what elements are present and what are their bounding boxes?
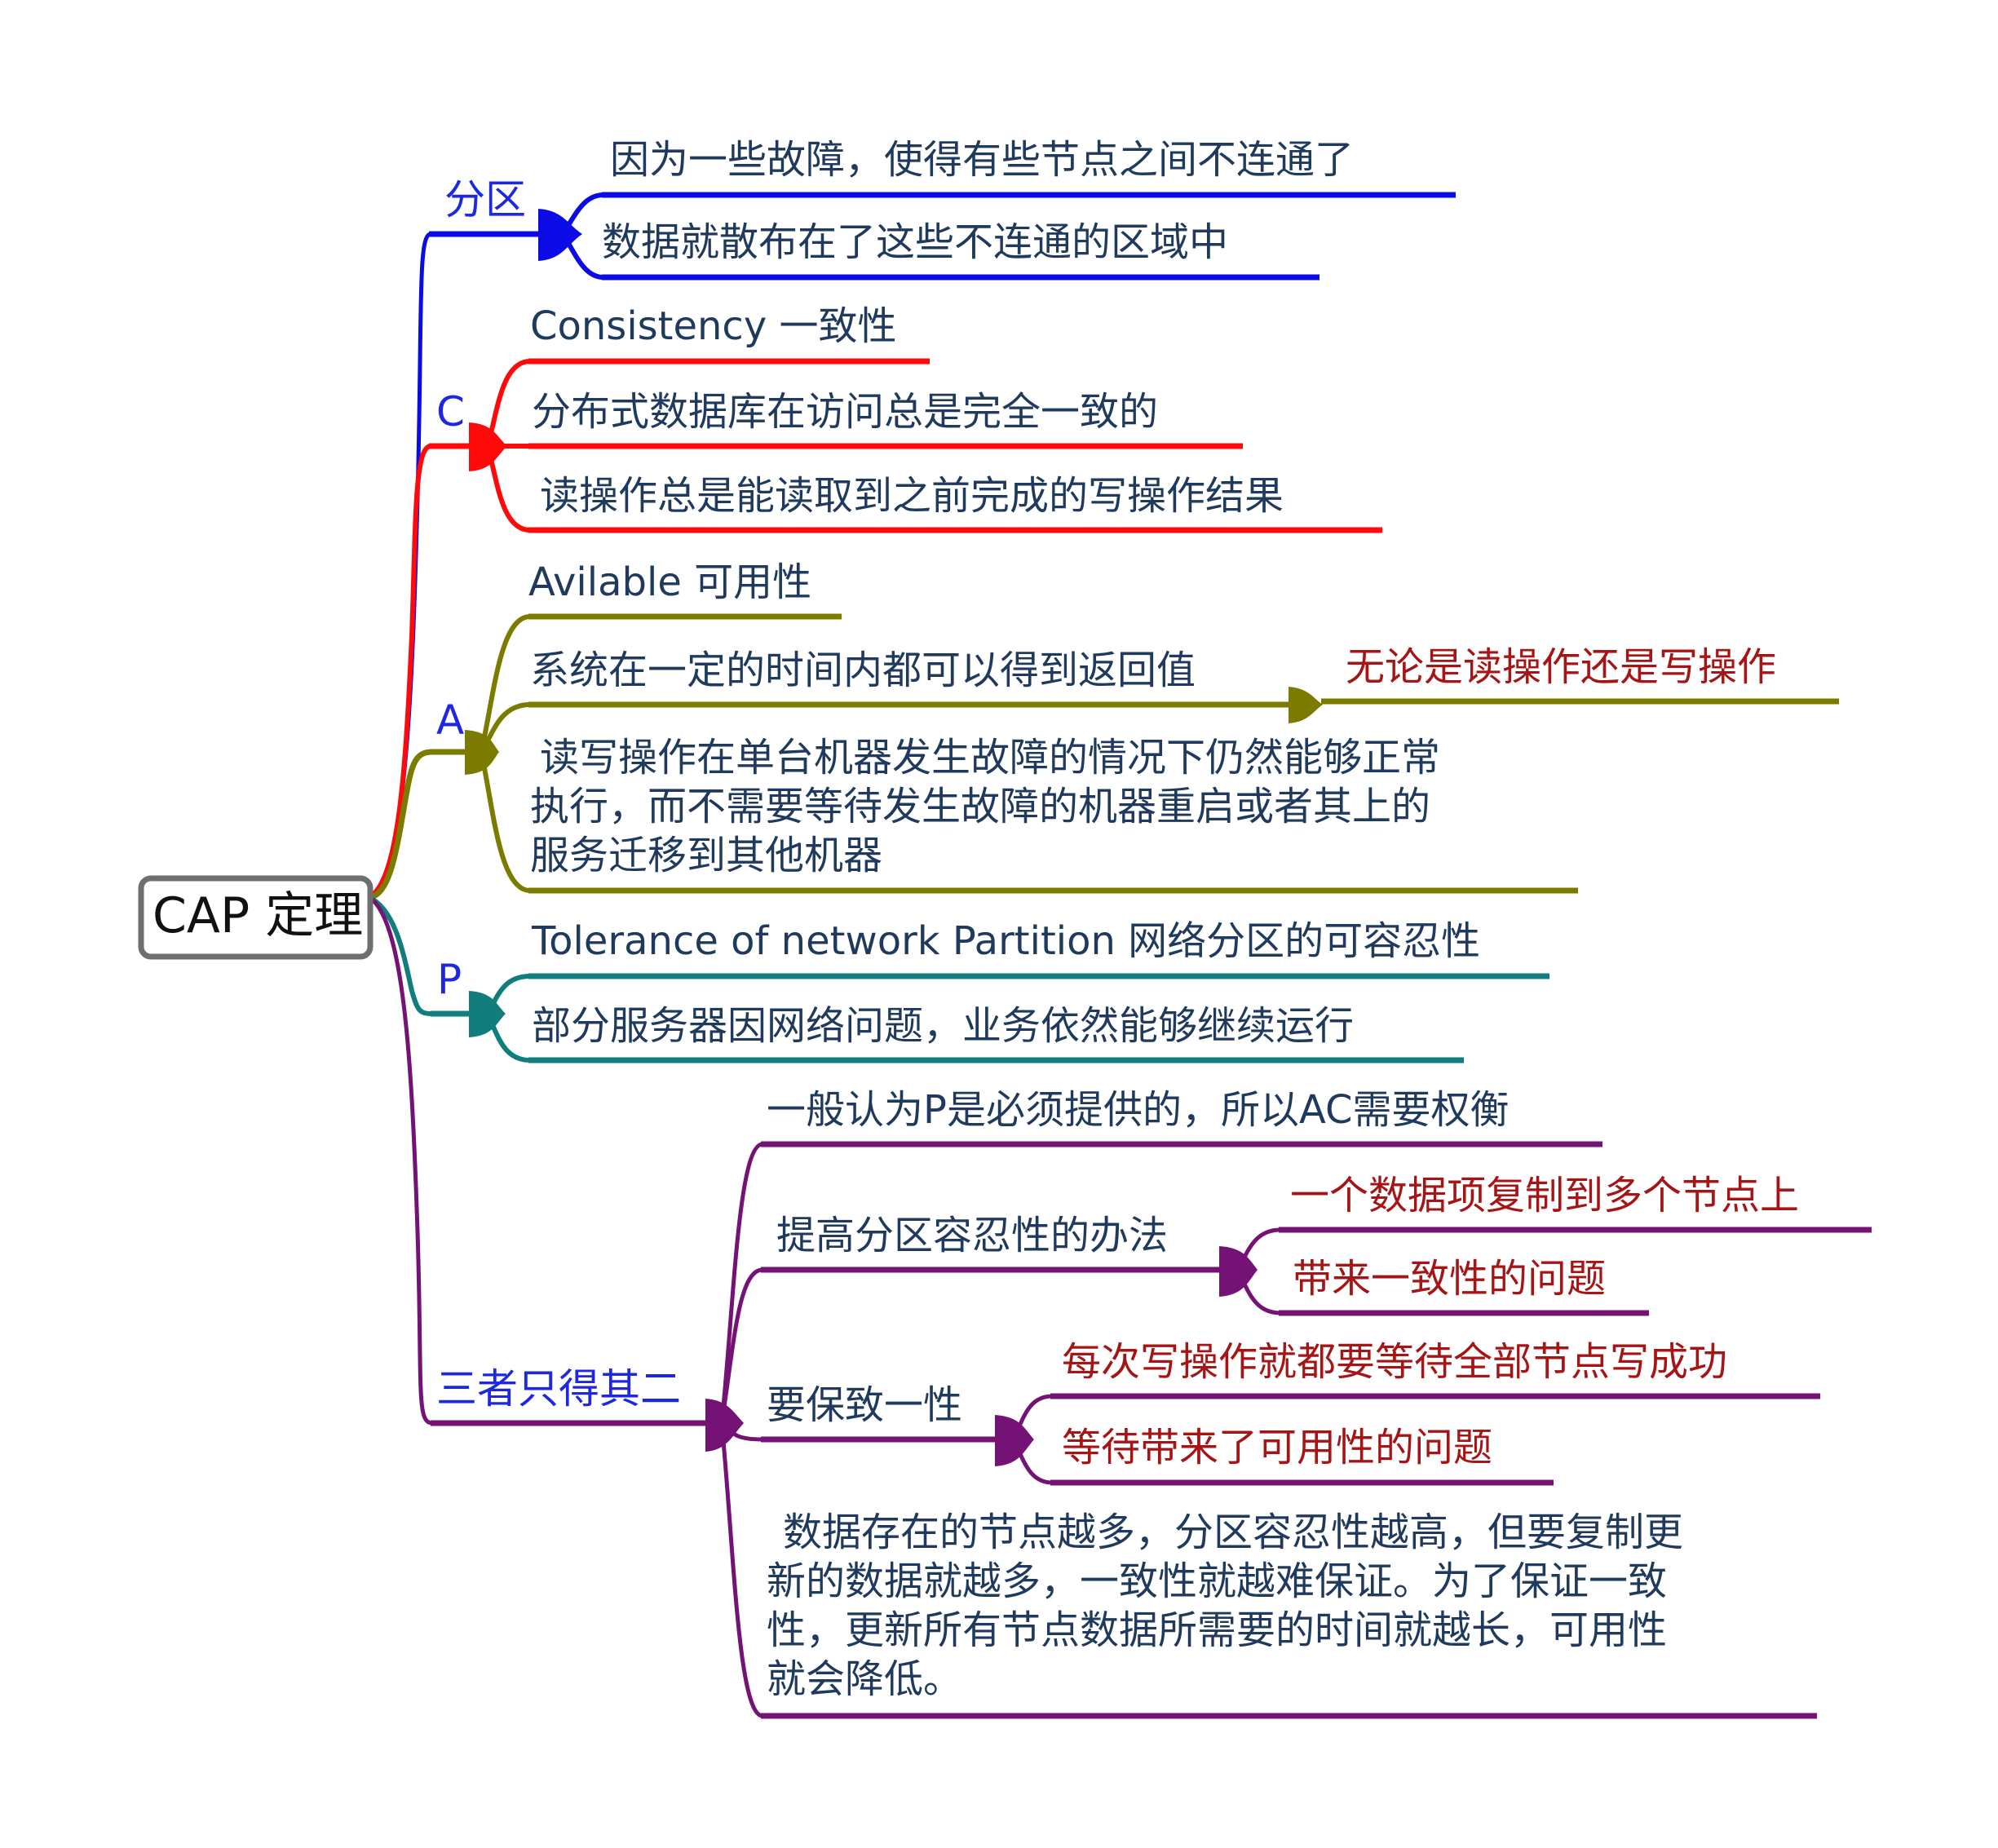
- sub-leaf-wait-all-writes[interactable]: 每次写操作就都要等待全部节点写成功: [1062, 1339, 1727, 1385]
- leaf-a-failover-line2[interactable]: 执行，而不需要等待发生故障的机器重启或者其上的: [530, 784, 1430, 829]
- connector-c: [367, 444, 431, 900]
- root-box: [138, 875, 374, 960]
- leaf-connector: [560, 192, 604, 236]
- connector-tradeoff: [367, 895, 433, 1426]
- leaf-connector: [719, 1267, 763, 1424]
- branch-knot: [538, 209, 582, 261]
- leaf-connector: [479, 702, 531, 754]
- connector-a: [368, 749, 433, 900]
- leaf-tradeoff-premise[interactable]: 一般认为P是必须提供的，所以AC需要权衡: [767, 1087, 1509, 1133]
- leaf-connector: [719, 1142, 763, 1424]
- connector-p: [367, 895, 433, 1016]
- leaf-connector: [479, 751, 531, 893]
- branch-a: A Avilable 可用性 系统在一定的时间内都可以得到返回值 无论是读操作还…: [431, 559, 1839, 894]
- branch-label-tradeoff[interactable]: 三者只得其二: [436, 1365, 681, 1413]
- leaf-p-definition[interactable]: 部分服务器因网络问题，业务依然能够继续运行: [532, 1003, 1354, 1049]
- sub-connector: [1011, 1394, 1053, 1441]
- root-label: CAP 定理: [153, 887, 363, 944]
- leaf-a-definition[interactable]: 系统在一定的时间内都可以得到返回值: [530, 648, 1196, 693]
- leaf-c-read[interactable]: 读操作总是能读取到之前完成的写操作结果: [540, 473, 1284, 519]
- branch-partition: 分区 因为一些故障，使得有些节点之间不连通了 数据就散布在了这些不连通的区域中: [429, 137, 1456, 281]
- branch-label-p[interactable]: P: [437, 956, 462, 1003]
- leaf-c-definition[interactable]: 分布式数据库在访问总是完全一致的: [532, 389, 1158, 435]
- sub-leaf-replicate[interactable]: 一个数据项复制到多个节点上: [1290, 1173, 1799, 1218]
- leaf-tradeoff-summary-line2[interactable]: 新的数据就越多，一致性就越难保证。为了保证一致: [767, 1558, 1667, 1604]
- sub-leaf-availability-problem[interactable]: 等待带来了可用性的问题: [1062, 1425, 1492, 1470]
- branch-label-partition[interactable]: 分区: [444, 176, 526, 223]
- sub-connector: [1235, 1268, 1281, 1315]
- leaf-connector: [720, 1421, 763, 1442]
- leaf-tradeoff-consistency[interactable]: 要保致一性: [767, 1382, 962, 1428]
- leaf-p-title[interactable]: Tolerance of network Partition 网络分区的可容忍性: [531, 918, 1480, 964]
- sub-leaf-a-readwrite[interactable]: 无论是读操作还是写操作: [1346, 644, 1776, 690]
- leaf-connector: [479, 614, 531, 753]
- root-node[interactable]: CAP 定理: [138, 875, 374, 960]
- leaf-tradeoff-tolerance[interactable]: 提高分区容忍性的办法: [776, 1213, 1168, 1258]
- branch-c: C Consistency 一致性 分布式数据库在访问总是完全一致的 读操作总是…: [429, 303, 1382, 533]
- leaf-c-title[interactable]: Consistency 一致性: [530, 303, 897, 349]
- sub-leaf-consistency-problem[interactable]: 带来一致性的问题: [1293, 1256, 1606, 1302]
- sub-connector: [1011, 1438, 1053, 1485]
- branch-label-c[interactable]: C: [436, 388, 465, 435]
- sub-connector: [1235, 1227, 1281, 1271]
- leaf-tradeoff-summary-line3[interactable]: 性，更新所有节点数据所需要的时间就越长，可用性: [767, 1607, 1667, 1653]
- leaf-connector: [719, 1422, 763, 1718]
- branch-label-a[interactable]: A: [436, 696, 464, 744]
- leaf-connector: [484, 1012, 531, 1063]
- leaf-tradeoff-summary-line1[interactable]: 数据存在的节点越多，分区容忍性越高，但要复制更: [783, 1510, 1683, 1555]
- root-connectors: [367, 232, 433, 1426]
- branch-tradeoff: 三者只得其二 一般认为P是必须提供的，所以AC需要权衡 提高分区容忍性的办法 一…: [431, 1087, 1872, 1719]
- leaf-connector: [485, 445, 531, 533]
- sub-knot: [1289, 687, 1323, 723]
- leaf-a-title[interactable]: Avilable 可用性: [528, 559, 811, 605]
- branch-p: P Tolerance of network Partition 网络分区的可容…: [431, 918, 1549, 1063]
- leaf-connector: [485, 359, 531, 447]
- leaf-a-failover-line3[interactable]: 服务迁移到其他机器: [530, 833, 882, 878]
- leaf-a-failover-line1[interactable]: 读写操作在单台机器发生故障的情况下仍然能够正常: [540, 735, 1440, 780]
- leaf-partition-effect[interactable]: 数据就散布在了这些不连通的区域中: [602, 219, 1228, 265]
- leaf-tradeoff-summary-line4[interactable]: 就会降低。: [767, 1656, 962, 1702]
- leaf-connector: [560, 232, 604, 280]
- leaf-connector: [484, 974, 531, 1015]
- leaf-partition-cause[interactable]: 因为一些故障，使得有些节点之间不连通了: [610, 137, 1354, 183]
